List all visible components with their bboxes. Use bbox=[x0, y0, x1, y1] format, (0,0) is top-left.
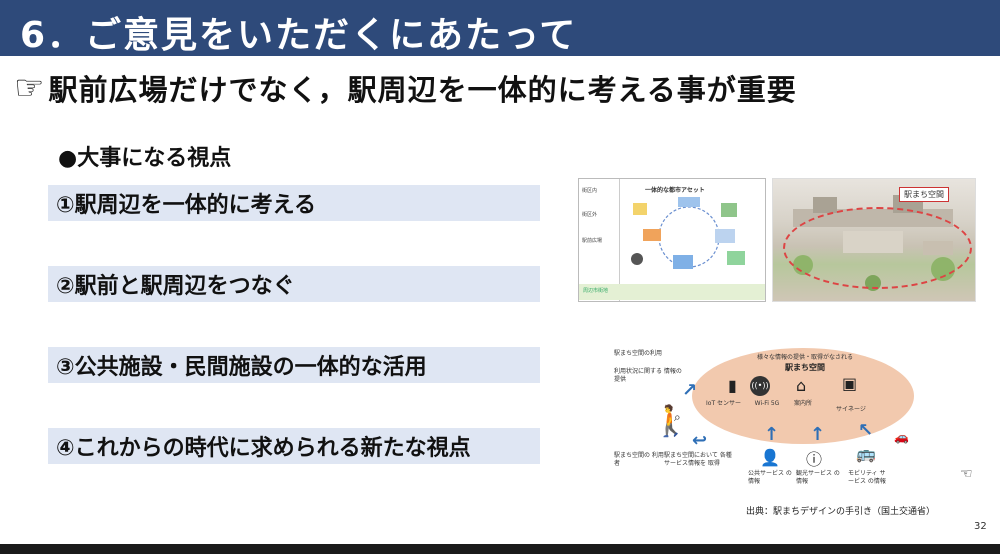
walking-person-icon: 🚶 bbox=[652, 404, 690, 439]
ellipse-caption: 様々な情報の提供・取得がなされる bbox=[756, 354, 853, 361]
row-label: 周辺市街地 bbox=[583, 288, 609, 294]
tourism-info-label: 観光サービス の情報 bbox=[796, 470, 840, 485]
diagram-row-labels: 街区内 街区外 駅前広場 bbox=[579, 179, 620, 301]
page-number: 32 bbox=[974, 521, 987, 532]
mobility-info-label: モビリティ サービス の情報 bbox=[848, 470, 886, 485]
points-heading: ●大事になる視点 bbox=[58, 146, 232, 171]
subtitle-text: 駅前広場だけでなく，駅周辺を一体的に考える事が重要 bbox=[48, 73, 797, 107]
point-2: ②駅前と駅周辺をつなぐ bbox=[48, 266, 540, 302]
illustration-label: 駅まち空間 bbox=[899, 187, 949, 202]
wifi-label: Wi-Fi 5G bbox=[754, 400, 780, 407]
user-desc: 駅まち空間において 各種サービス情報を 取得 bbox=[664, 452, 732, 467]
point-4: ④これからの時代に求められる新たな視点 bbox=[48, 428, 540, 464]
signage-label: サイネージ bbox=[836, 406, 866, 413]
diagram-graphic bbox=[631, 197, 745, 269]
hand-cursor-icon: ☜ bbox=[960, 466, 973, 482]
point-1: ①駅周辺を一体的に考える bbox=[48, 185, 540, 221]
wifi-icon: ((•)) bbox=[750, 376, 770, 396]
information-diagram: 様々な情報の提供・取得がなされる 駅まち空間 駅まち空間の利用 利用状況に関する… bbox=[600, 340, 990, 500]
person-icon: 👤 bbox=[760, 448, 780, 467]
diagram-title: 一体的な都市アセット bbox=[645, 187, 705, 194]
arrow-up-icon: ↑ bbox=[764, 424, 780, 445]
car-icon: 🚗 bbox=[894, 430, 909, 444]
diagram-footer: 周辺市街地 bbox=[579, 284, 765, 300]
row-label: 街区内 bbox=[582, 188, 598, 194]
pointing-hand-icon: ☞ bbox=[14, 68, 45, 108]
guide-label: 案内所 bbox=[794, 400, 813, 407]
iot-label: IoT センサー bbox=[706, 400, 742, 407]
arrow-up-icon: ↑ bbox=[810, 424, 826, 445]
subtitle-row: ☞ 駅前広場だけでなく，駅周辺を一体的に考える事が重要 bbox=[14, 66, 797, 110]
ellipse-title: 駅まち空間 bbox=[785, 363, 825, 372]
signage-icon: ▣ bbox=[842, 374, 858, 393]
public-info-label: 公共サービス の情報 bbox=[748, 470, 792, 485]
sensor-icon: ▮ bbox=[728, 376, 737, 395]
info-icon: ⓘ bbox=[806, 450, 823, 469]
station-area-illustration: 駅まち空間 bbox=[772, 178, 976, 302]
point-3: ③公共施設・民間施設の一体的な活用 bbox=[48, 347, 540, 383]
guide-booth-icon: ⌂ bbox=[796, 376, 807, 395]
title-bar: 6．ご意見をいただくにあたって bbox=[0, 0, 1000, 56]
slide-title: 6．ご意見をいただくにあたって bbox=[20, 15, 578, 56]
arrow-up-icon: ↖ bbox=[858, 420, 874, 441]
user-label: 駅まち空間の 利用者 bbox=[614, 452, 664, 467]
arrow-down-icon: ↩ bbox=[692, 430, 708, 451]
citation: 出典：駅まちデザインの手引き（国土交通省） bbox=[746, 507, 936, 517]
highlight-ellipse bbox=[783, 207, 972, 289]
space-ellipse bbox=[692, 348, 914, 444]
urban-assets-diagram: 街区内 街区外 駅前広場 一体的な都市アセット 周辺市街地 bbox=[578, 178, 766, 302]
arrow-up-icon: ↗ bbox=[682, 380, 698, 401]
bottom-bar bbox=[0, 544, 1000, 554]
bus-icon: 🚌 bbox=[856, 444, 876, 463]
left-top-label: 駅まち空間の利用 bbox=[614, 350, 663, 357]
left-info-label: 利用状況に関する 情報の提供 bbox=[614, 368, 682, 383]
row-label: 街区外 bbox=[582, 212, 598, 218]
row-label: 駅前広場 bbox=[582, 238, 603, 244]
search-icon: ⌕ bbox=[674, 410, 681, 424]
